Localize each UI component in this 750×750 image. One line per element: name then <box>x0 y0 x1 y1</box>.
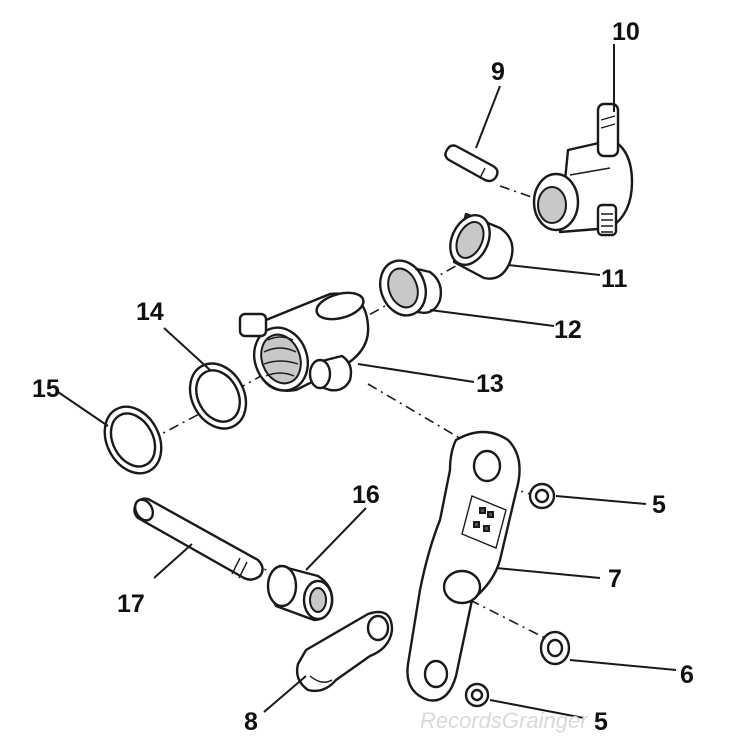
part-8-link <box>295 610 394 693</box>
part-11-sleeve <box>449 212 514 280</box>
callout-labels: 10 9 11 12 13 14 15 16 17 5 7 6 5 8 <box>32 18 694 736</box>
part-9-pin <box>444 144 499 183</box>
leader-lines <box>57 44 677 719</box>
part-17-shaft <box>133 497 264 581</box>
part-16-bushing <box>266 564 334 622</box>
watermark: RecordsGrainger <box>420 708 589 733</box>
part-7-lever-arm <box>406 430 521 702</box>
callout-5-upper: 5 <box>652 491 666 519</box>
part-5-washer-upper <box>528 482 556 510</box>
callout-11: 11 <box>601 265 628 293</box>
callout-5-lower: 5 <box>594 708 608 736</box>
callout-9: 9 <box>491 58 505 86</box>
part-15-ring <box>103 405 163 475</box>
part-14-gasket <box>188 362 248 430</box>
callout-8: 8 <box>244 708 258 736</box>
callout-7: 7 <box>608 565 622 593</box>
callout-6: 6 <box>680 661 694 689</box>
callout-16: 16 <box>352 481 380 509</box>
callout-14: 14 <box>136 298 164 326</box>
callout-17: 17 <box>117 590 145 618</box>
part-7-label-plate <box>461 495 507 549</box>
part-13-housing <box>238 291 370 393</box>
part-10-cylinder <box>532 102 634 237</box>
part-5-washer-lower <box>464 682 490 708</box>
callout-12: 12 <box>554 316 582 344</box>
part-12-ring <box>379 259 443 317</box>
callout-13: 13 <box>476 370 504 398</box>
part-6-washer <box>539 630 571 666</box>
callout-10: 10 <box>612 18 640 46</box>
callout-15: 15 <box>32 375 60 403</box>
